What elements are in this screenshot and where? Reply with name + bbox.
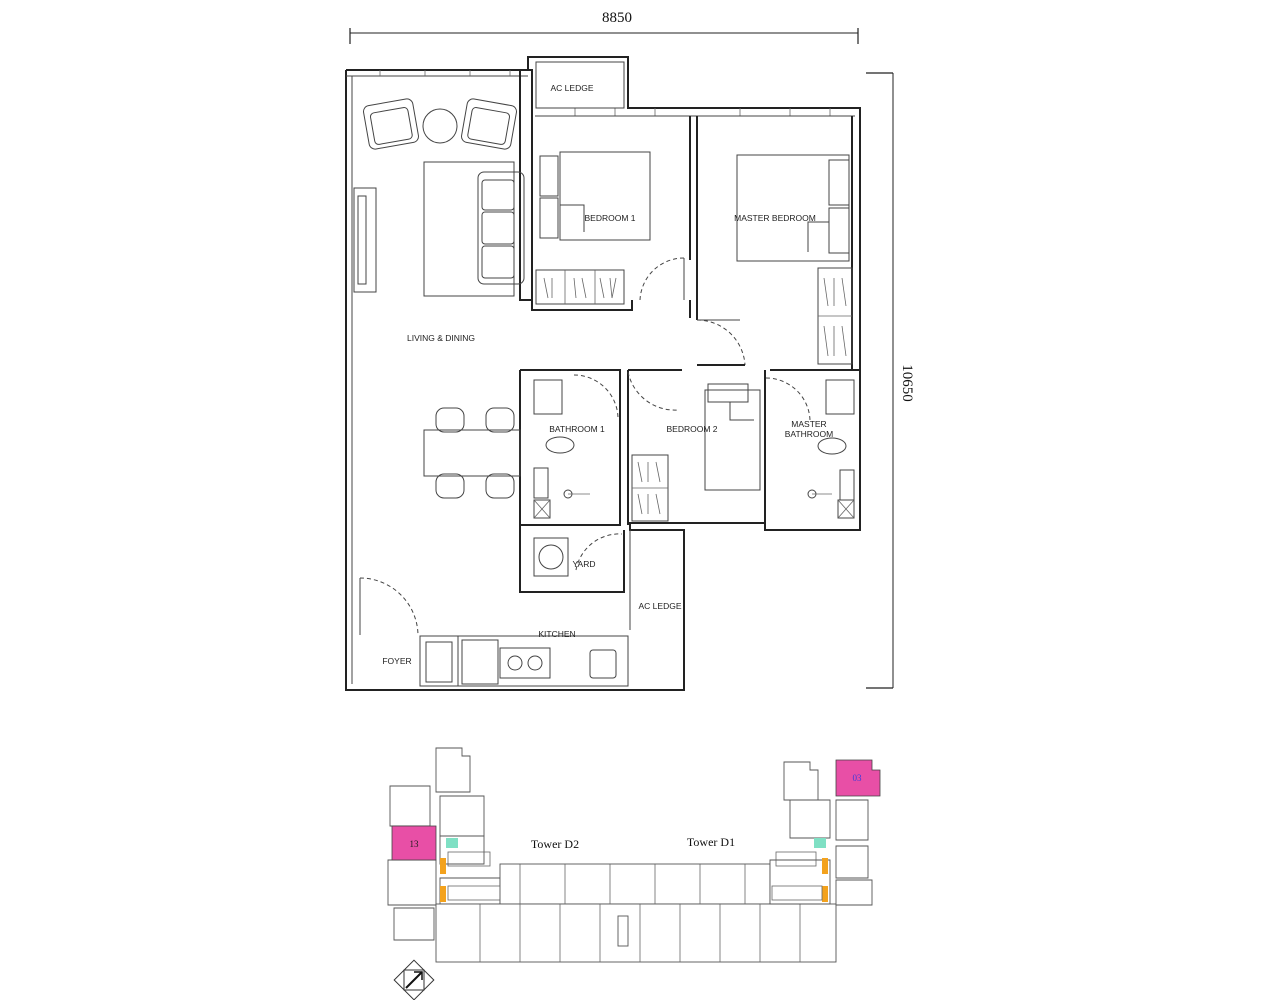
washing-machine-icon	[533, 537, 569, 577]
room-label-foyer: FOYER	[382, 656, 411, 666]
tower-label-d1: Tower D1	[687, 835, 735, 849]
dining-chair-icon	[435, 407, 515, 499]
bathroom-fixtures	[533, 379, 855, 519]
wardrobe-icon	[631, 454, 669, 522]
wardrobe-icon	[535, 269, 625, 305]
wardrobe-icon	[817, 267, 853, 365]
bedroom1-furniture	[535, 151, 651, 305]
stair-marker	[822, 858, 828, 874]
unit-label-03: 03	[853, 773, 863, 783]
bed-icon	[559, 151, 651, 241]
toilet-icon	[817, 437, 847, 455]
room-label-living-dining: LIVING & DINING	[407, 333, 475, 343]
room-label-ac-ledge-side: AC LEDGE	[639, 601, 682, 611]
room-label-bedroom1: BEDROOM 1	[584, 213, 635, 223]
stair-marker	[440, 886, 446, 902]
sink-icon	[589, 649, 617, 679]
dining-table-icon	[423, 429, 521, 477]
left-wing-blocks	[387, 747, 501, 941]
main-slab-blocks	[435, 863, 837, 963]
unit-marker-03	[835, 759, 881, 797]
room-label-master-bathroom-1: MASTER	[791, 419, 826, 429]
room-labels: AC LEDGE BEDROOM 1 MASTER BEDROOM LIVING…	[382, 83, 833, 666]
lift-core-marker	[814, 838, 826, 848]
rug-icon	[423, 161, 515, 297]
armchair-icon	[363, 98, 419, 150]
hob-icon	[499, 647, 551, 679]
width-dimension-label: 8850	[602, 10, 632, 26]
room-label-ac-ledge-top: AC LEDGE	[551, 83, 594, 93]
toilet-icon	[545, 436, 575, 454]
room-label-master-bedroom: MASTER BEDROOM	[734, 213, 816, 223]
width-dimension: 8850	[349, 10, 859, 44]
room-label-kitchen: KITCHEN	[538, 629, 575, 639]
room-label-yard: YARD	[573, 559, 596, 569]
armchair-icon	[461, 98, 517, 150]
bed-icon	[704, 389, 761, 491]
unit-walls	[345, 56, 861, 691]
stair-marker	[440, 858, 446, 874]
room-label-bathroom1: BATHROOM 1	[549, 424, 605, 434]
room-label-master-bathroom-2: BATHROOM	[785, 429, 833, 439]
lift-core-marker	[446, 838, 458, 848]
master-bedroom-furniture	[736, 154, 853, 365]
living-furniture	[353, 98, 525, 499]
side-table-icon	[422, 108, 458, 144]
unit-label-13: 13	[410, 839, 420, 849]
bedroom2-furniture	[631, 383, 761, 522]
tv-icon	[353, 187, 377, 293]
room-label-bedroom2: BEDROOM 2	[666, 424, 717, 434]
key-plan: 13 03 Tower D2 Tower D1	[387, 747, 881, 1000]
tower-label-d2: Tower D2	[531, 837, 579, 851]
right-wing-blocks	[769, 761, 873, 906]
depth-dimension-label: 10650	[899, 364, 915, 402]
unit-marker-13	[391, 825, 437, 861]
depth-dimension: 10650	[866, 72, 915, 689]
north-compass-icon	[393, 959, 435, 1000]
kitchen-fixtures	[461, 537, 617, 685]
stair-marker	[822, 886, 828, 902]
sofa-icon	[477, 171, 525, 285]
